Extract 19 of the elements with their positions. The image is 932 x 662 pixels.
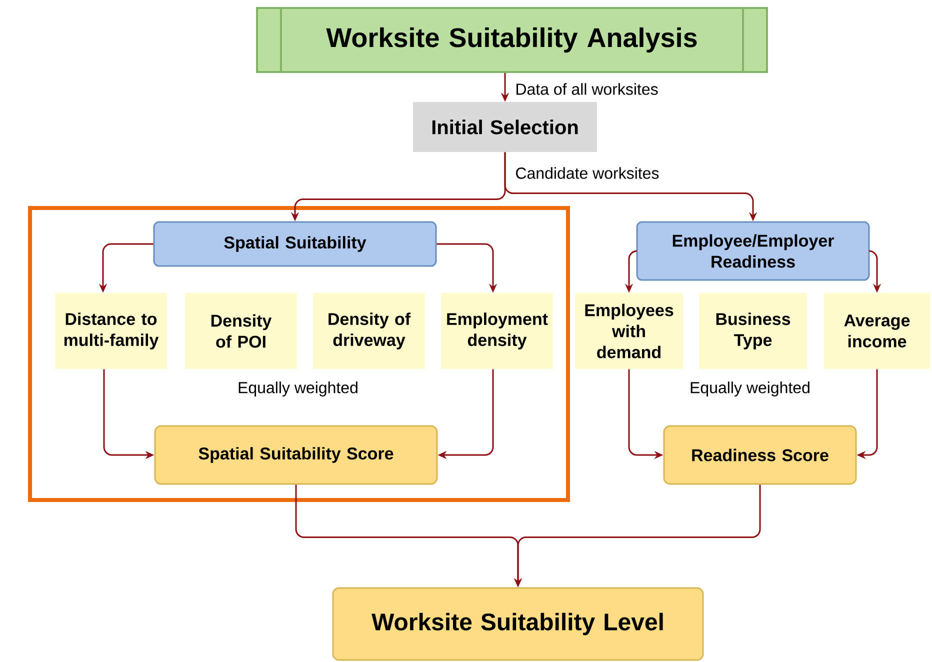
factor-box: Distance to multi-family [55,293,167,369]
process-box: Initial Selection [413,102,597,152]
factor-box: Employees with demand [575,293,683,369]
edge-label: Data of all worksites [514,82,660,96]
factor-box: Density of POI [185,293,297,369]
category-box: Spatial Suitability [153,221,437,267]
process-box: Worksite Suitability Analysis [256,6,768,74]
score-box: Readiness Score [663,425,857,485]
result-box: Worksite Suitability Level [332,587,704,661]
factor-box: Business Type [699,293,807,369]
group-frame [28,206,570,502]
category-box: Employee/Employer Readiness [636,221,870,281]
factor-box: Density of driveway [313,293,425,369]
score-box: Spatial Suitability Score [154,425,438,485]
factor-box: Average income [824,293,930,369]
factor-box: Employment density [441,293,553,369]
note-text: Equally weighted [690,382,810,396]
note-text: Equally weighted [238,382,358,396]
edge-label: Candidate worksites [514,166,660,180]
